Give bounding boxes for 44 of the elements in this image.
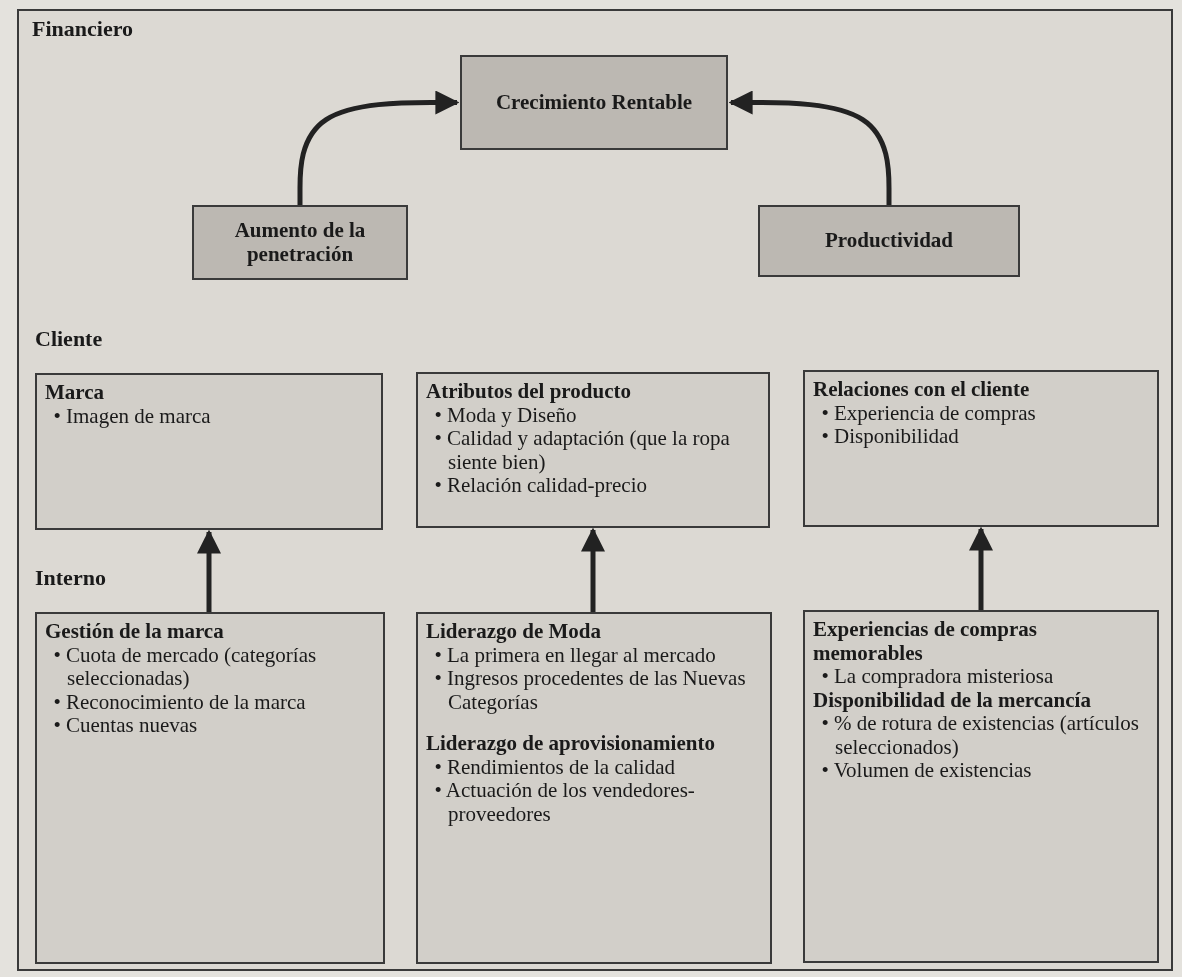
heading: Gestión de la marca	[45, 620, 225, 644]
bullet-item: • Disponibilidad	[820, 425, 960, 449]
bullet-item: • Experiencia de compras	[820, 401, 1037, 426]
bullet-item: • Volumen de existencias	[820, 759, 1033, 783]
bullet-item: • Calidad y adaptación (que la ropa siente bien)	[433, 427, 731, 475]
perspective-box	[803, 370, 1159, 527]
box-title: Crecimiento Rentable	[495, 90, 693, 115]
arrow	[728, 90, 892, 205]
arrow	[297, 90, 460, 205]
bullet-item: • Cuentas nuevas	[52, 714, 199, 738]
perspective-box	[803, 610, 1159, 963]
heading: Liderazgo de aprovisionamiento	[426, 732, 716, 756]
arrow	[969, 526, 993, 610]
objective-box	[192, 205, 408, 280]
bullet-item: • Ingresos procedentes de las Nuevas Categorías	[433, 667, 747, 715]
arrow	[581, 527, 605, 612]
bullet-item: • Reconocimiento de la marca	[52, 690, 307, 715]
perspective-box	[35, 612, 385, 964]
bullet-item: • % de rotura de existencias (artículos seleccionados)	[821, 712, 1140, 760]
heading: Relaciones con el cliente	[813, 378, 1031, 402]
heading: Atributos del producto	[426, 380, 632, 404]
objective-box	[758, 205, 1020, 277]
heading: Marca	[45, 381, 106, 405]
bullet-item: • La primera en llegar al mercado	[434, 643, 717, 668]
bullet-item: • Moda y Diseño	[433, 403, 577, 428]
bullet-item: • Rendimientos de la calidad	[434, 755, 676, 780]
bullet-item: • Relación calidad-precio	[433, 474, 648, 498]
bullet-item: • Cuota de mercado (categorías seleccionadas)	[52, 643, 318, 691]
heading: Liderazgo de Moda	[426, 620, 602, 644]
perspective-box	[35, 373, 383, 530]
heading: Disponibilidad de la mercancía	[813, 688, 1092, 713]
heading: Experiencias de compras memorables	[813, 618, 1038, 666]
arrow	[197, 529, 221, 612]
bullet-item: • Actuación de los vendedores-proveedores	[433, 779, 696, 827]
section-label: Financiero	[32, 16, 134, 42]
perspective-box	[416, 372, 770, 528]
bullet-item: • La compradora misteriosa	[820, 665, 1055, 689]
box-title: Productividad	[825, 229, 953, 253]
section-label: Cliente	[35, 326, 103, 352]
bullet-item: • Imagen de marca	[52, 404, 212, 429]
section-label: Interno	[35, 565, 106, 591]
perspective-box	[416, 612, 772, 964]
box-title: Aumento de la penetración	[233, 219, 367, 266]
goal-box	[460, 55, 728, 150]
